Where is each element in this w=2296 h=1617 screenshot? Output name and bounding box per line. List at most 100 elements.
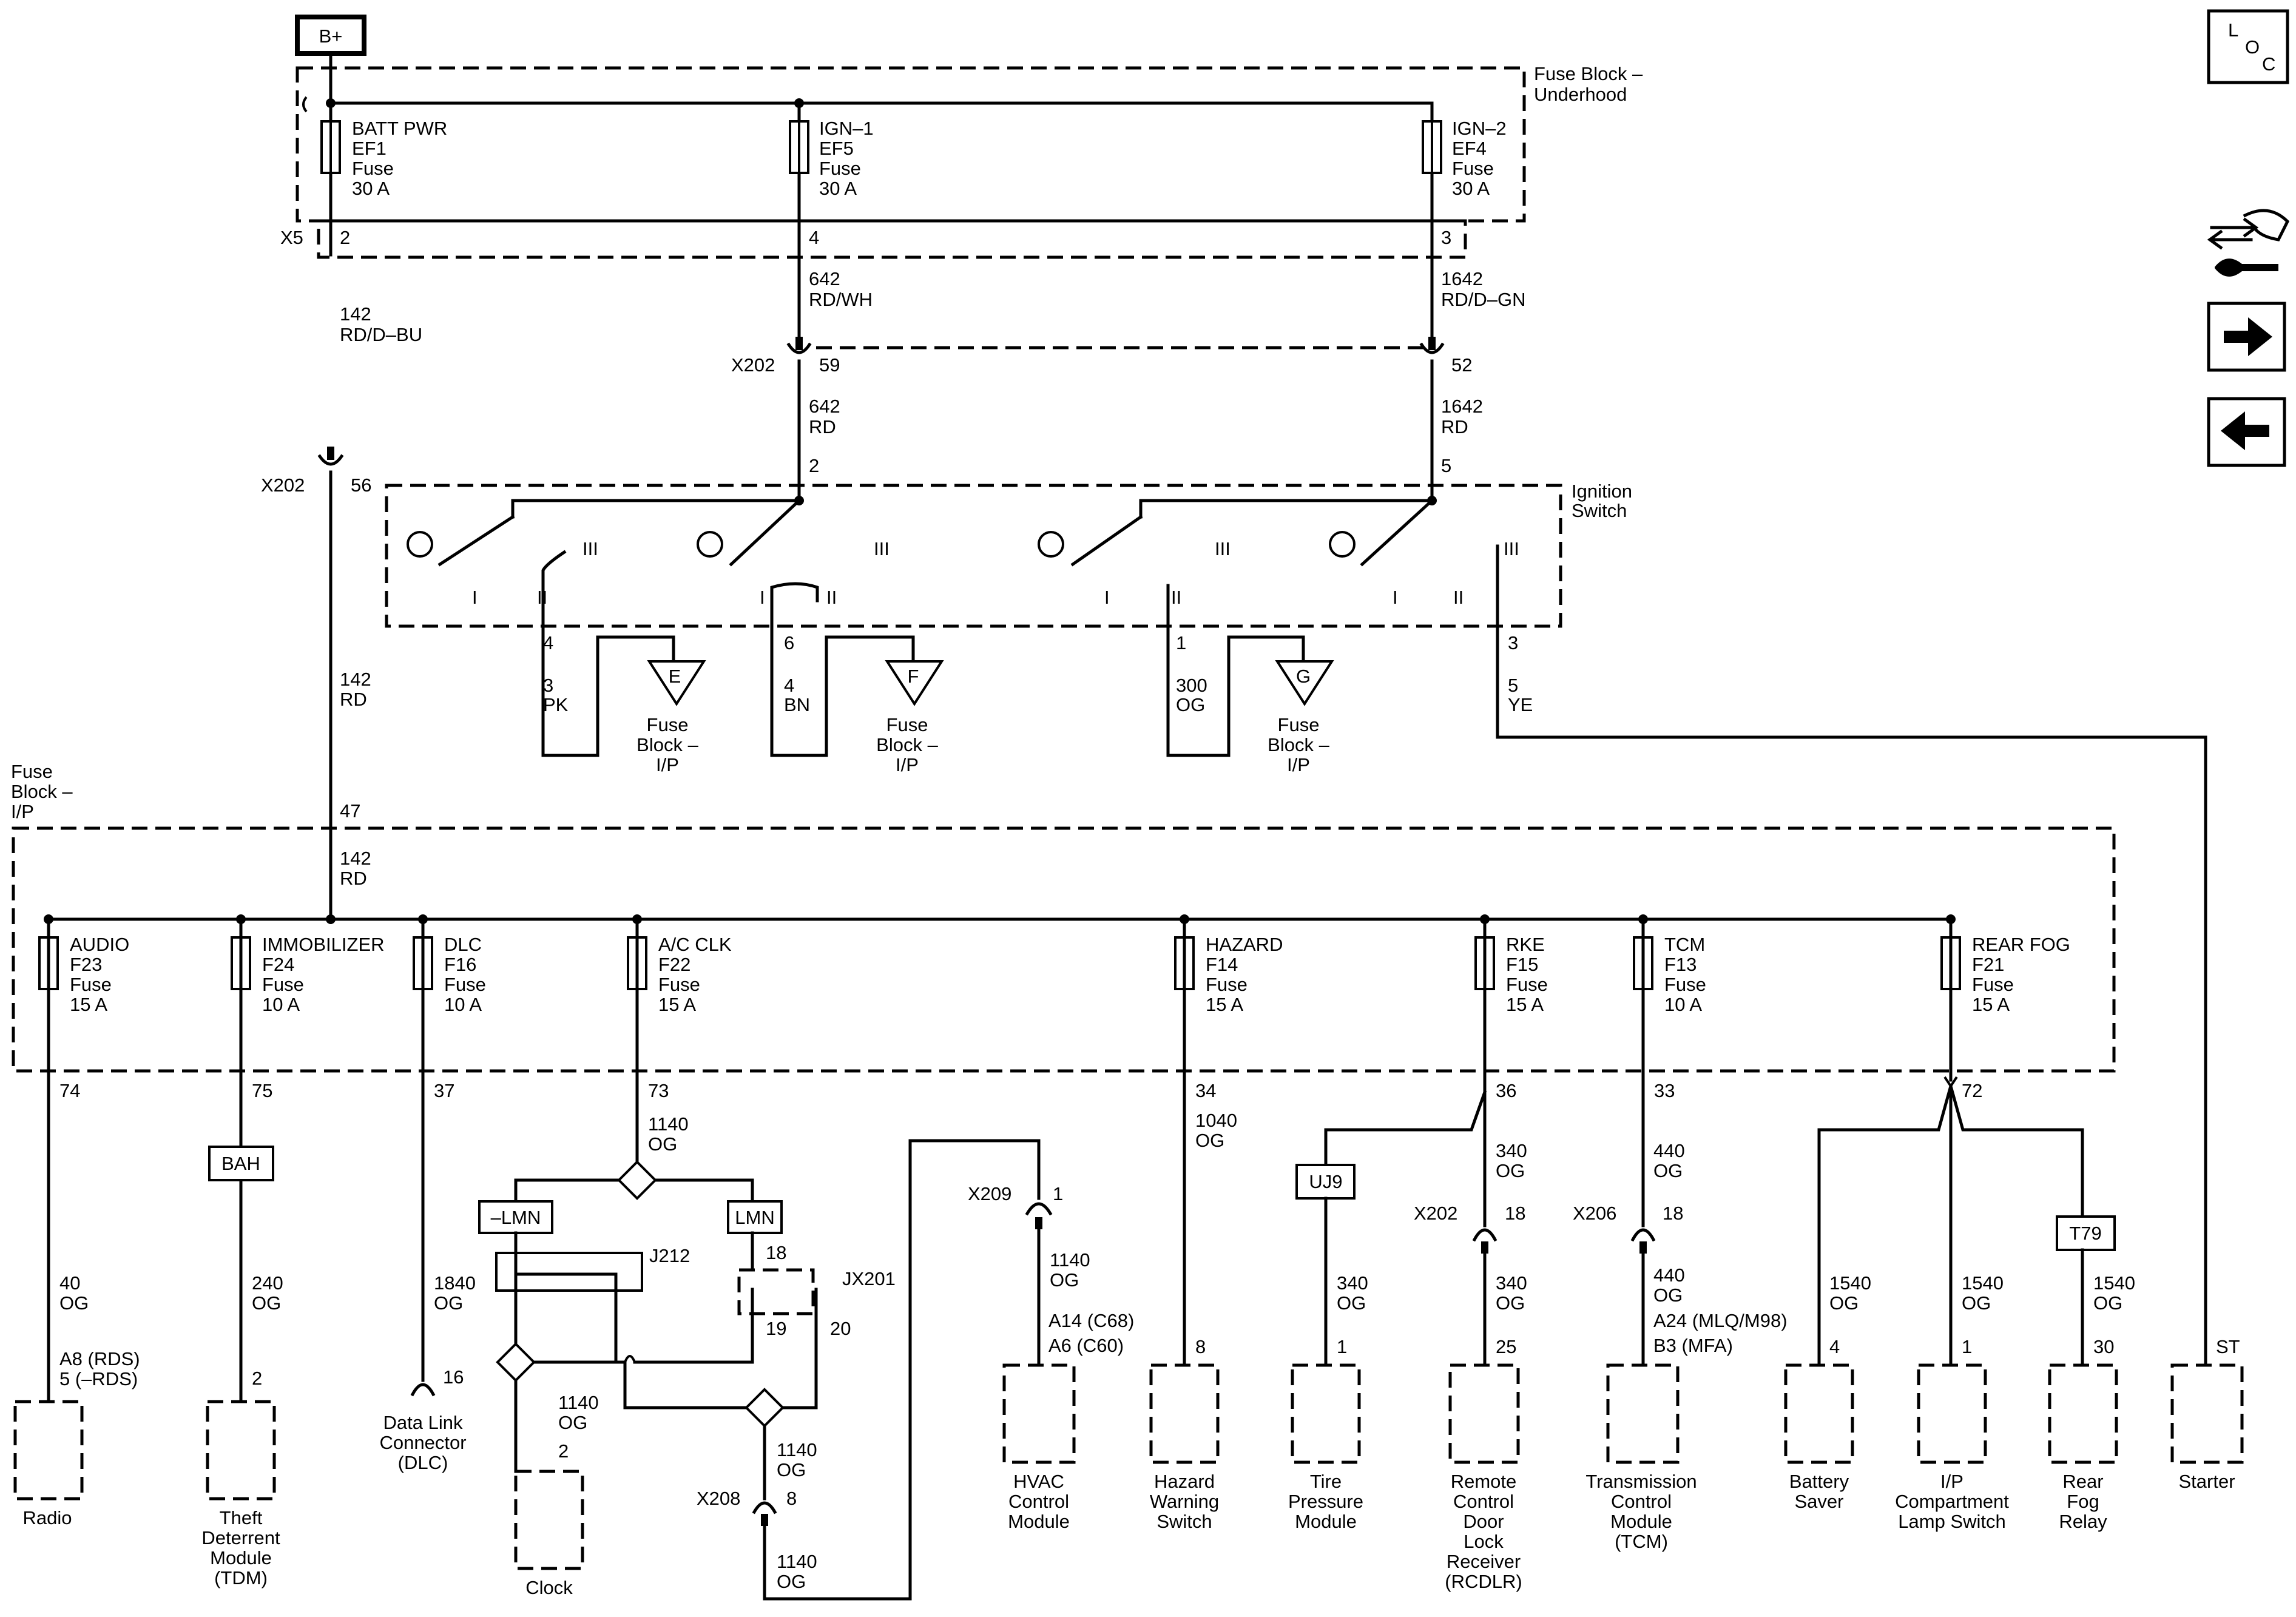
connector-x202-upper: X202 59 52 xyxy=(731,337,1472,376)
svg-text:16: 16 xyxy=(443,1366,464,1388)
svg-text:1: 1 xyxy=(1337,1336,1347,1357)
svg-text:56: 56 xyxy=(351,474,371,496)
svg-text:PK: PK xyxy=(543,694,569,715)
svg-text:4: 4 xyxy=(543,632,553,653)
svg-text:BN: BN xyxy=(784,694,810,715)
svg-text:Ignition: Ignition xyxy=(1572,481,1632,502)
svg-text:6: 6 xyxy=(784,632,794,653)
svg-text:5: 5 xyxy=(1441,455,1451,476)
svg-text:4: 4 xyxy=(1829,1336,1840,1357)
svg-text:UJ9: UJ9 xyxy=(1309,1171,1342,1192)
svg-text:ST: ST xyxy=(2216,1336,2240,1357)
svg-text:OG: OG xyxy=(1176,694,1205,715)
ignition-output-starter: 3 5 YE xyxy=(1496,544,2207,1364)
svg-text:RD: RD xyxy=(340,689,367,710)
svg-text:52: 52 xyxy=(1451,354,1472,376)
svg-text:2: 2 xyxy=(340,227,350,248)
svg-text:2: 2 xyxy=(252,1368,262,1389)
svg-text:Starter: Starter xyxy=(2178,1471,2235,1492)
svg-text:Radio: Radio xyxy=(23,1507,72,1528)
svg-text:RD: RD xyxy=(340,868,367,889)
svg-text:18: 18 xyxy=(766,1242,786,1263)
svg-text:X209: X209 xyxy=(968,1183,1011,1204)
svg-text:I: I xyxy=(472,587,478,608)
svg-text:Clock: Clock xyxy=(525,1577,573,1598)
svg-text:5: 5 xyxy=(1508,675,1518,696)
ip-fuse-pin: 34 xyxy=(1195,1080,1216,1101)
svg-text:YE: YE xyxy=(1508,694,1533,715)
svg-text:B+: B+ xyxy=(319,25,343,47)
svg-text:E: E xyxy=(669,666,681,687)
svg-text:1: 1 xyxy=(1176,632,1186,653)
svg-text:I/P: I/P xyxy=(11,801,34,822)
ip-fuse-pin: 75 xyxy=(252,1080,272,1101)
ip-fuse-pin: 72 xyxy=(1962,1080,1982,1101)
svg-text:III: III xyxy=(1504,538,1519,559)
svg-text:59: 59 xyxy=(819,354,840,376)
loc-button[interactable]: L O C xyxy=(2207,9,2289,84)
svg-text:1: 1 xyxy=(1053,1183,1063,1204)
svg-text:Fuse Block –: Fuse Block – xyxy=(1534,63,1643,84)
component-connector-icon[interactable] xyxy=(2207,209,2290,277)
battery-terminal: B+ xyxy=(295,15,366,56)
svg-text:Switch: Switch xyxy=(1572,500,1627,521)
svg-text:X202: X202 xyxy=(1414,1203,1457,1224)
svg-text:Block –: Block – xyxy=(11,781,73,802)
previous-page-button[interactable] xyxy=(2207,397,2286,467)
svg-text:18: 18 xyxy=(1505,1203,1525,1224)
svg-text:47: 47 xyxy=(340,800,360,822)
ip-fuse-pin: 36 xyxy=(1496,1080,1516,1101)
svg-text:BAH: BAH xyxy=(221,1153,260,1174)
svg-text:1: 1 xyxy=(1962,1336,1972,1357)
svg-text:300: 300 xyxy=(1176,675,1207,696)
svg-text:II: II xyxy=(826,587,837,608)
starter-circuit: ST Starter xyxy=(2170,1336,2244,1492)
svg-text:2: 2 xyxy=(809,455,819,476)
svg-text:III: III xyxy=(582,538,598,559)
svg-text:A14 (C68)A6 (C60): A14 (C68)A6 (C60) xyxy=(1048,1310,1134,1356)
svg-text:X202: X202 xyxy=(261,474,305,496)
svg-text:A8 (RDS)5 (–RDS): A8 (RDS)5 (–RDS) xyxy=(59,1348,140,1389)
connector-x5: X5 2 4 3 xyxy=(280,219,1467,259)
svg-text:–LMN: –LMN xyxy=(491,1207,541,1228)
next-page-button[interactable] xyxy=(2207,302,2286,372)
svg-text:20: 20 xyxy=(830,1318,851,1339)
